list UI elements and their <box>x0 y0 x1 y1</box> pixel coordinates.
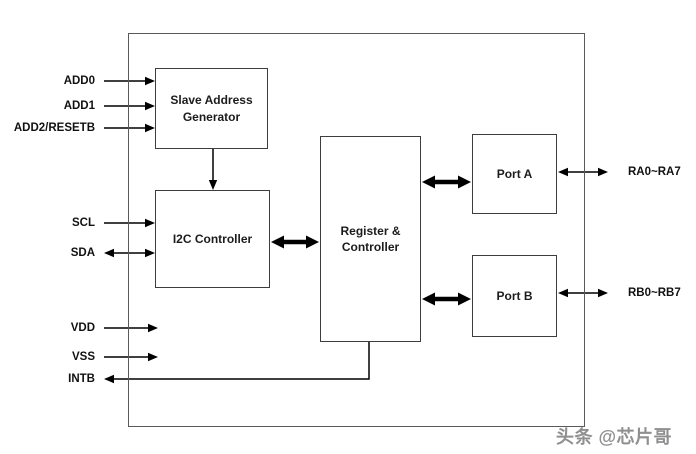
porta-pins-bidir-arrow-icon <box>558 167 608 177</box>
pin-label-add1: ADD1 <box>63 100 95 112</box>
block-register-controller: Register & Controller <box>320 136 421 342</box>
block-slave-address-generator: Slave Address Generator <box>155 68 268 149</box>
pin-label-add2-resetb: ADD2/RESETB <box>13 122 95 134</box>
sda-bidir-arrow-icon <box>104 248 155 258</box>
sag-to-i2c-arrow-icon <box>208 149 218 190</box>
pin-label-rb0-rb7: RB0~RB7 <box>628 287 681 299</box>
pin-label-intb: INTB <box>68 373 95 385</box>
portb-pins-bidir-arrow-icon <box>558 288 608 298</box>
block-label: Port B <box>496 288 533 303</box>
intb-arrow-icon <box>104 342 370 384</box>
add0-arrow-icon <box>104 76 155 86</box>
register-porta-bus-arrow-icon <box>422 175 471 189</box>
chip-boundary <box>128 33 585 427</box>
block-i2c-controller: I2C Controller <box>155 190 270 288</box>
block-label: I2C Controller <box>172 231 253 246</box>
block-label: Slave Address <box>170 93 253 108</box>
block-port-b: Port B <box>472 255 557 337</box>
pin-label-vdd: VDD <box>70 322 95 334</box>
add1-arrow-icon <box>104 101 155 111</box>
pin-label-scl: SCL <box>72 217 95 229</box>
add2-resetb-arrow-icon <box>104 123 155 133</box>
vdd-arrow-icon <box>104 323 158 333</box>
pin-label-sda: SDA <box>70 247 95 259</box>
vss-arrow-icon <box>104 352 158 362</box>
register-portb-bus-arrow-icon <box>422 292 471 306</box>
pin-label-add0: ADD0 <box>63 75 95 87</box>
block-port-a: Port A <box>472 134 557 214</box>
i2c-register-bus-arrow-icon <box>271 235 319 249</box>
block-label: Generator <box>182 109 241 124</box>
block-label: Port A <box>496 166 533 181</box>
scl-arrow-icon <box>104 218 155 228</box>
watermark: 头条 @芯片哥 <box>556 427 673 447</box>
block-label: Register & <box>340 223 401 238</box>
pin-label-vss: VSS <box>71 351 95 363</box>
pin-label-ra0-ra7: RA0~RA7 <box>628 166 681 178</box>
block-label: Controller <box>341 240 400 254</box>
